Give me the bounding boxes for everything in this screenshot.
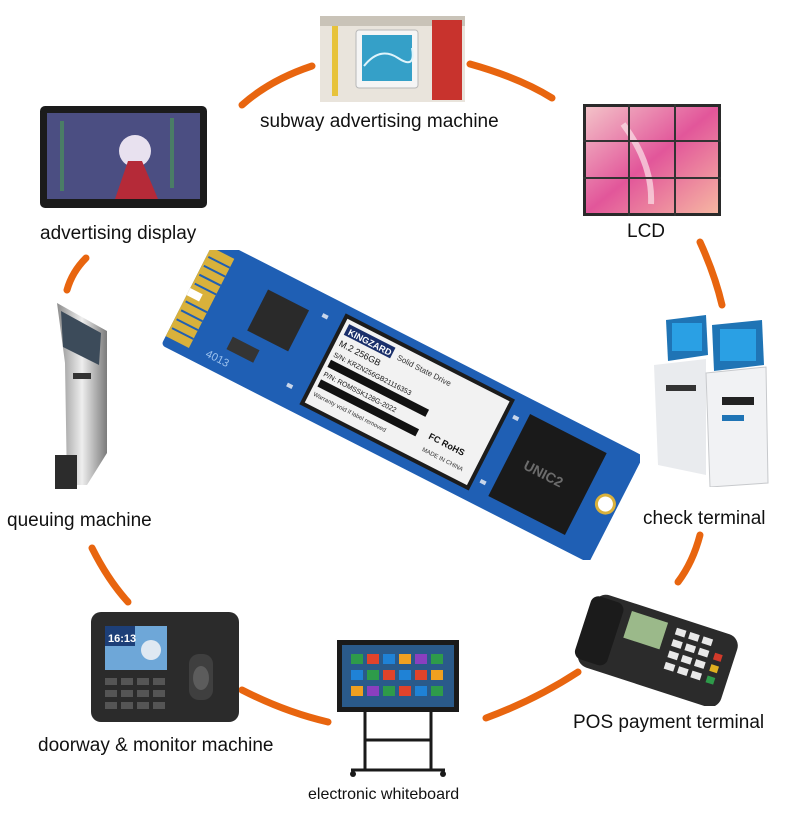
ring-arc-left-lower	[88, 544, 132, 606]
queuing-machine-image	[55, 303, 107, 489]
ring-arc-right-upper	[696, 238, 726, 309]
pos-terminal-image	[574, 594, 738, 706]
subway-label: subway advertising machine	[260, 111, 499, 132]
pos-label: POS payment terminal	[573, 712, 765, 733]
ssd-nand-chip	[488, 414, 607, 536]
doorway-label: doorway & monitor machine	[38, 735, 274, 756]
subway-machine-image	[320, 16, 465, 102]
lcd-label: LCD	[627, 221, 666, 242]
doorway-screen-time: 16:13	[108, 633, 136, 645]
advertising-label: advertising display	[40, 223, 197, 244]
doorway-machine-image: 16:13	[91, 612, 239, 722]
ring-arc-left-upper	[63, 254, 90, 294]
m2-ssd-image: 4013 KINGZARD Solid State Drive M.2 256G…	[162, 250, 640, 560]
ssd-controller-chip	[247, 289, 310, 352]
check-terminal-label: check terminal	[643, 508, 766, 529]
ring-arc-right-lower	[674, 531, 704, 586]
whiteboard-label: electronic whiteboard	[308, 786, 460, 803]
queuing-label: queuing machine	[7, 510, 152, 531]
lcd-wall-image	[583, 104, 721, 216]
ring-arc-bottom-left	[238, 686, 332, 726]
whiteboard-image	[337, 640, 459, 777]
ring-arc-top-right	[466, 60, 556, 102]
ring-arc-bottom-right	[482, 668, 582, 722]
advertising-display-image	[40, 106, 207, 208]
ring-arc-top-left	[238, 62, 316, 109]
check-terminal-image	[654, 315, 769, 487]
